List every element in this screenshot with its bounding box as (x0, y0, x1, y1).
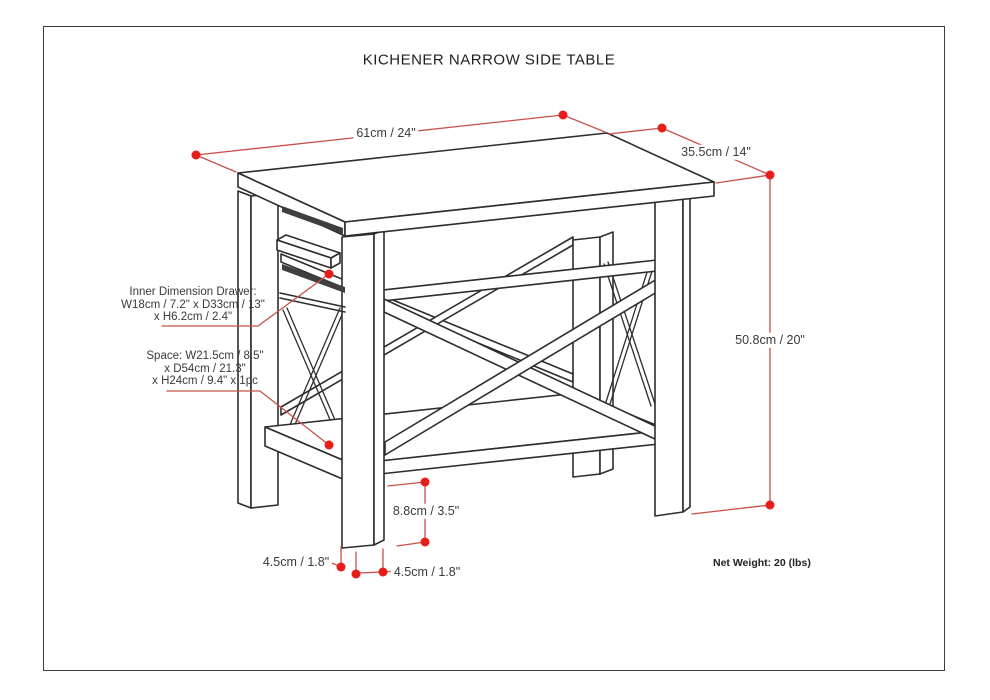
dimension-label-shelf-to-floor: 8.8cm / 3.5" (389, 503, 463, 519)
dimension-label-top-depth: 35.5cm / 14" (678, 144, 754, 160)
table-drawing (237, 132, 715, 549)
front-left-leg (341, 229, 385, 549)
dimension-label-leg-width: 4.5cm / 1.8" (390, 564, 464, 580)
drawer-annotation-line-2: W18cm / 7.2" x D33cm / 13" (121, 298, 265, 311)
front-right-leg (654, 191, 691, 517)
dimension-label-height: 50.8cm / 20" (732, 332, 808, 348)
drawer-front (276, 206, 346, 313)
page-border (43, 26, 945, 671)
drawer-bottom-shadow-strip (282, 264, 345, 293)
space-annotation-line-3: x H24cm / 9.4" x 1pc (152, 375, 258, 387)
space-annotation-line-2: x D54cm / 21.3" (164, 362, 246, 375)
drawer-dimensions-annotation: Inner Dimension Drawer: W18cm / 7.2" x D… (121, 286, 265, 324)
drawer-handle (276, 234, 341, 269)
drawer-annotation-line-3: x H6.2cm / 2.4" (153, 311, 233, 323)
dimension-label-top-width: 61cm / 24" (353, 125, 419, 141)
drawer-top-shadow-strip (282, 206, 343, 234)
page-title: KICHENER NARROW SIDE TABLE (362, 51, 616, 69)
shelf-space-annotation: Space: W21.5cm / 8.5" x D54cm / 21.3" x … (146, 350, 263, 388)
dimension-dots (191, 110, 775, 579)
dimension-label-leg-depth: 4.5cm / 1.8" (259, 554, 333, 570)
drawer-annotation-line-1: Inner Dimension Drawer: (129, 286, 257, 298)
space-annotation-line-1: Space: W21.5cm / 8.5" (146, 350, 264, 362)
net-weight-label: Net Weight: 20 (lbs) (713, 557, 811, 569)
